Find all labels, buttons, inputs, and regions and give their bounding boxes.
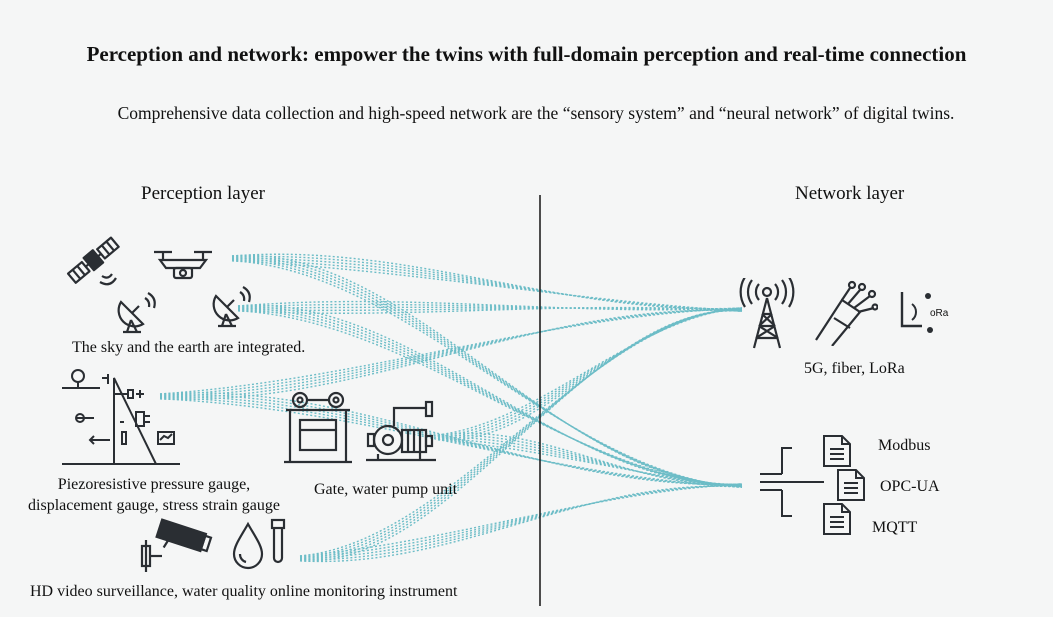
antenna-tower-icon [738,278,796,350]
connection-line [159,308,743,398]
connection-line [237,308,743,488]
protocol-opc-ua: OPC-UA [880,478,940,495]
connection-line [299,483,743,557]
satellite-dish-icon [115,292,159,334]
media-caption: 5G, fiber, LoRa [804,360,905,377]
drone-icon [152,246,214,284]
connection-line [237,306,743,311]
sky-earth-caption: The sky and the earth are integrated. [72,339,306,356]
dam-sensor-icon [58,368,184,474]
connection-line [159,398,743,488]
surveillance-caption: HD video surveillance, water quality onl… [30,583,458,600]
protocol-modbus: Modbus [878,437,931,454]
gate-icon [282,390,354,466]
lora-icon: oRa [896,286,952,336]
connection-line [231,260,743,488]
document-icon [837,469,865,501]
connection-line [437,309,743,440]
connection-line [299,308,743,558]
connection-line [237,310,743,488]
document-icon [823,435,851,467]
connection-line [231,260,743,312]
gauge-caption-line2: displacement gauge, stress strain gauge [28,497,280,514]
connection-line [299,484,743,558]
connection-line [237,304,743,485]
cctv-camera-icon [140,516,214,574]
network-layer-title: Network layer [795,183,905,204]
connection-line [231,258,743,312]
page-title: Perception and network: empower the twin… [86,42,967,66]
document-icon [823,503,851,535]
connection-line [237,306,743,314]
gauge-caption: Piezoresistive pressure gauge, displacem… [8,474,300,516]
connection-line [231,257,743,311]
fiber-cable-icon [812,274,878,346]
connection-line [299,310,743,562]
connection-line [299,309,743,561]
connection-line [437,432,743,486]
connection-line [437,308,743,439]
satellite-dish-icon [210,284,254,328]
water-pump-icon [364,400,438,466]
satellite-icon [64,232,126,290]
lora-label: oRa [930,308,949,319]
connection-line [231,258,743,488]
connection-line [159,309,743,399]
gauge-caption-line1: Piezoresistive pressure gauge, [57,476,251,493]
connection-line [237,307,743,312]
gate-pump-caption: Gate, water pump unit [314,481,458,498]
connection-line [231,255,743,310]
protocol-tree [760,435,865,535]
connection-line [237,303,743,311]
perception-layer-title: Perception layer [141,183,265,204]
connection-line [159,309,743,401]
connection-line [237,307,743,487]
water-drop-probe-icon [230,518,296,572]
connection-line [437,308,743,437]
page-subtitle: Comprehensive data collection and high-s… [117,103,955,123]
connection-line [437,436,743,487]
connection-line [299,485,743,563]
protocol-mqtt: MQTT [872,519,918,536]
